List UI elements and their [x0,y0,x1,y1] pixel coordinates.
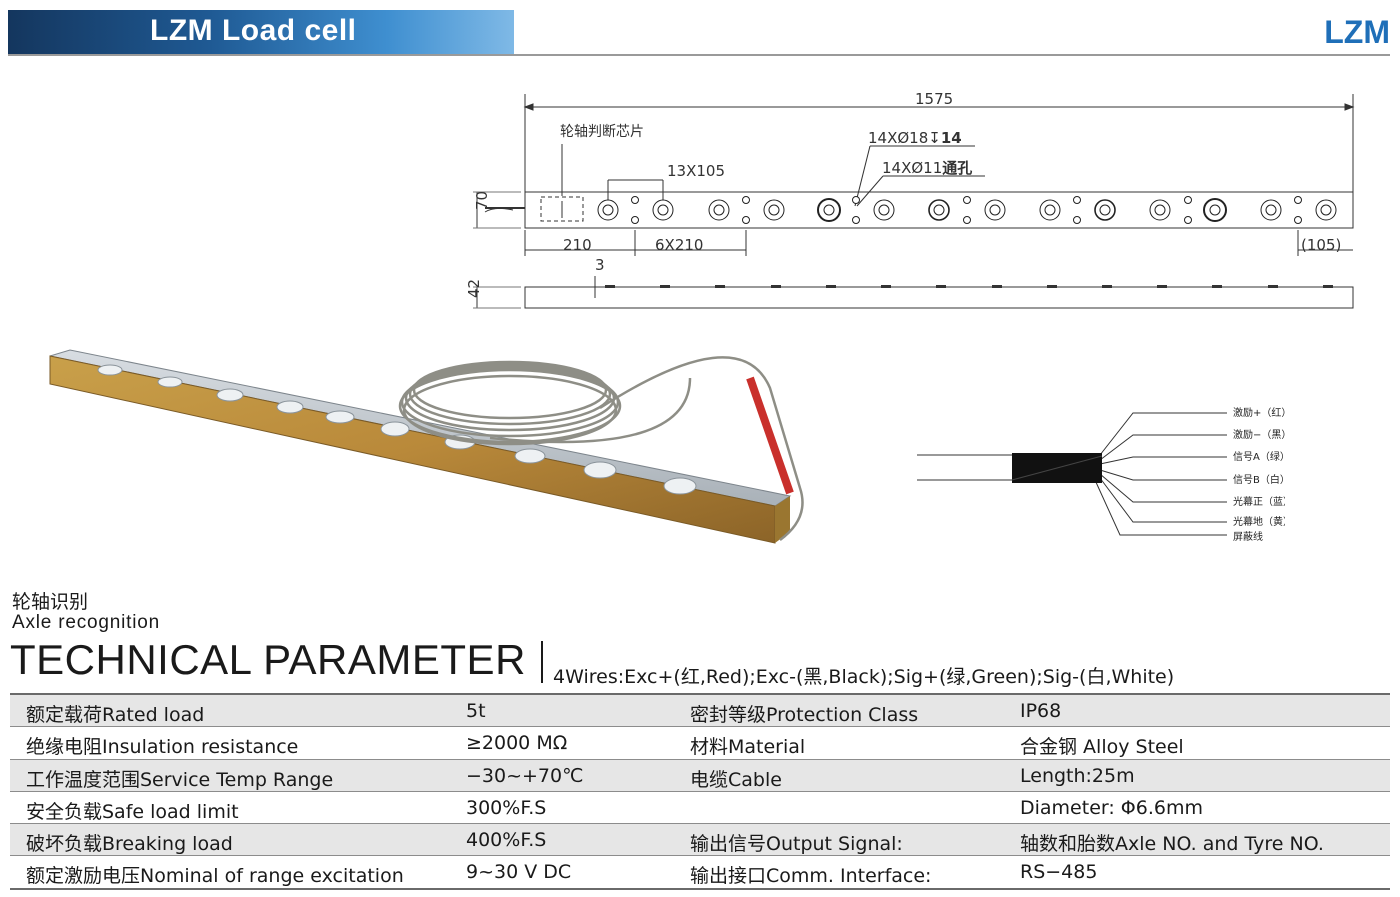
wire-label-curtain-pos: 光幕正（蓝） [1233,495,1285,508]
dim-end: (105) [1301,236,1341,254]
wire-label-curtain-gnd: 光幕地（黄） [1233,515,1285,528]
wire-label-exc-neg: 激励−（黑） [1233,428,1285,441]
table-row: 破坏负载Breaking load 400%F.S 输出信号Output Sig… [10,824,1390,857]
technical-drawing: 1575 轮轴判断芯片 14XØ18↧14 14XØ11通孔 13X105 70… [465,90,1355,309]
product-photo [49,349,804,544]
param-value: 5t [466,700,486,722]
wiring-diagram: 激励+（红） 激励−（黑） 信号A（绿） 信号B（白） 光幕正（蓝） 光幕地（黄… [917,406,1285,543]
dim-width: 70 [473,191,491,210]
param-label: 绝缘电阻Insulation resistance [26,736,299,759]
dim-height: 42 [465,279,483,298]
param-label: 破坏负载Breaking load [26,833,233,856]
table-row: 额定激励电压Nominal of range excitation 9~30 V… [10,856,1390,890]
parameter-table: 额定载荷Rated load 5t 密封等级Protection Class I… [10,693,1390,890]
wire-color-note: 4Wires:Exc+(红,Red);Exc-(黑,Black);Sig+(绿,… [553,666,1175,688]
table-row: 额定载荷Rated load 5t 密封等级Protection Class I… [10,693,1390,728]
table-row: 工作温度范围Service Temp Range −30~+70℃ 电缆Cabl… [10,759,1390,792]
param-label: 材料Material [690,736,806,759]
hole-b-label: 14XØ11通孔 [882,159,972,177]
brand-label: LZM [1324,14,1390,50]
chip-label: 轮轴判断芯片 [560,124,644,140]
dim-overall-length: 1575 [915,90,953,108]
param-value: 轴数和胎数Axle NO. and Tyre NO. [1020,833,1324,856]
param-label: 工作温度范围Service Temp Range [26,768,334,791]
table-row: 安全负载Safe load limit 300%F.S Diameter: Φ6… [10,791,1390,825]
param-label: 额定载荷Rated load [26,704,205,726]
param-value: Diameter: Φ6.6mm [1020,796,1203,819]
param-label: 密封等级Protection Class [690,704,919,726]
dim-depth: 3 [595,256,605,274]
wire-label-sig-b: 信号B（白） [1233,473,1285,486]
header-banner [8,10,514,54]
title-divider [541,641,543,683]
param-label: 输出信号Output Signal: [690,833,903,856]
caption-english: Axle recognition [12,612,160,633]
param-value: 400%F.S [466,829,547,852]
section-title: TECHNICAL PARAMETER [10,636,526,683]
hole-a-label: 14XØ18↧14 [868,129,962,147]
param-value: Length:25m [1020,764,1135,787]
dim-first-offset: 210 [563,236,592,254]
param-value: ≥2000 MΩ [466,732,568,755]
header-divider [8,54,1390,56]
wire-label-sig-a: 信号A（绿） [1233,450,1285,463]
table-row: 绝缘电阻Insulation resistance ≥2000 MΩ 材料Mat… [10,727,1390,760]
param-value: 300%F.S [466,796,547,819]
param-label: 额定激励电压Nominal of range excitation [26,865,404,888]
param-value: 合金钢 Alloy Steel [1020,736,1184,759]
param-value: RS−485 [1020,861,1098,884]
page-title: LZM Load cell [150,14,357,47]
param-value: 9~30 V DC [466,861,572,884]
param-value: IP68 [1020,700,1062,722]
wire-label-shield: 屏蔽线 [1233,530,1263,543]
param-label: 电缆Cable [690,768,782,791]
caption-chinese: 轮轴识别 [12,591,89,613]
wire-label-exc-pos: 激励+（红） [1233,406,1285,419]
dim-pitch: 13X105 [667,162,725,180]
param-label: 输出接口Comm. Interface: [690,865,932,888]
dim-spacing: 6X210 [655,236,703,254]
param-value: −30~+70℃ [466,764,584,787]
param-label: 安全负载Safe load limit [26,800,239,823]
